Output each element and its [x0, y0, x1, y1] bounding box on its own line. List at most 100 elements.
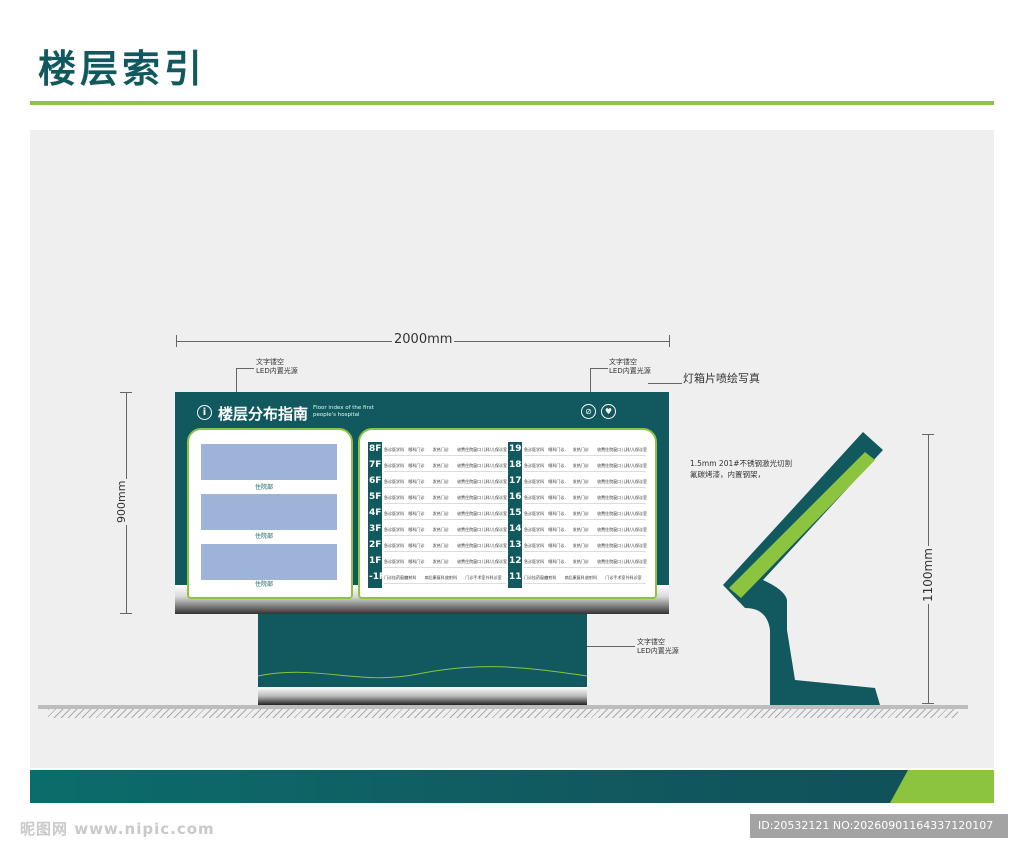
floor-number: 8F	[369, 444, 382, 454]
floor-number: 2F	[369, 540, 382, 550]
info-icon: i	[197, 405, 212, 420]
callout-line	[648, 383, 682, 384]
directory-cell: 眼科门诊	[408, 511, 425, 516]
directory-cell: 发热门诊	[572, 479, 589, 484]
directory-row: 急诊医学科眼科门诊发热门诊收费住院窗口儿科/儿保诊室	[384, 460, 507, 472]
directory-cell: 眼科门诊	[408, 543, 425, 548]
directory-cell: 急诊医学科	[524, 543, 544, 548]
directory-cell: 病后康复科	[564, 575, 585, 580]
ground-line	[38, 705, 968, 709]
directory-cell: 儿科/儿保诊室	[481, 543, 507, 548]
floor-number: 16F	[509, 492, 528, 502]
directory-cell: 眼科门诊	[408, 559, 425, 564]
floor-plan-panel: 住院部 住院部 住院部	[187, 428, 353, 599]
directory-cell: 发热门诊	[572, 447, 589, 452]
directory-cell: 眼科门诊	[548, 447, 565, 452]
directory-cell: 急诊医学科	[384, 543, 404, 548]
floor-number-column-right	[508, 442, 522, 588]
floor-number: 13F	[509, 540, 528, 550]
directory-row: 门诊挂药窗口放射科病后康复科放射科门诊手术室外科诊室	[384, 572, 506, 584]
directory-cell: 儿科/儿保诊室	[621, 495, 647, 500]
directory-cell: 发热门诊	[432, 511, 449, 516]
directory-cell: 发热门诊	[432, 527, 449, 532]
directory-cell: 儿科/儿保诊室	[481, 527, 507, 532]
directory-row: 急诊医学科眼科门诊发热门诊收费住院窗口儿科/儿保诊室	[524, 508, 647, 520]
watermark-right: ID:20532121 NO:20260901164337120107	[750, 814, 1008, 838]
directory-cell: 儿科/儿保诊室	[481, 511, 507, 516]
directory-cell: 急诊医学科	[524, 527, 544, 532]
left-height-tick-top	[120, 392, 132, 393]
directory-cell: 儿科/儿保诊室	[621, 479, 647, 484]
callout-hollow-top-right: 文字镂空 LED内置光源	[609, 358, 651, 375]
floor-plan	[201, 494, 337, 530]
directory-row: 急诊医学科眼科门诊发热门诊收费住院窗口儿科/儿保诊室	[524, 524, 647, 536]
directory-cell: 收费住院窗口	[597, 447, 622, 452]
floor-number: 19F	[509, 444, 528, 454]
directory-cell: 发热门诊	[572, 543, 589, 548]
directory-cell: 发热门诊	[572, 495, 589, 500]
directory-row: 急诊医学科眼科门诊发热门诊收费住院窗口儿科/儿保诊室	[384, 556, 507, 568]
directory-cell: 急诊医学科	[524, 559, 544, 564]
directory-row: 急诊医学科眼科门诊 发热门诊 收费住院窗口儿科/儿保诊室	[384, 508, 507, 520]
directory-cell: 发热门诊	[572, 463, 589, 468]
watermark-left: 昵图网 www.nipic.com	[20, 820, 215, 838]
floor-number: 5F	[369, 492, 382, 502]
directory-cell: 眼科门诊	[408, 527, 425, 532]
floor-number: 3F	[369, 524, 382, 534]
directory-cell: 门诊手术室	[465, 575, 486, 580]
callout-material: 1.5mm 201#不锈钢激光切割 氟碳烤漆，内置钢架，	[690, 459, 793, 479]
directory-row: 急诊医学科眼科门诊发热门诊收费住院窗口儿科/儿保诊室	[384, 540, 507, 552]
left-height-dimension-label: 900mm	[115, 478, 128, 525]
directory-cell: 放射科	[404, 575, 417, 580]
directory-cell: 眼科门诊	[548, 495, 565, 500]
floor-number: 14F	[509, 524, 528, 534]
directory-row: 门诊挂药窗口放射科病后康复科放射科门诊手术室外科诊室	[524, 572, 646, 584]
directory-cell: 收费住院窗口	[457, 495, 482, 500]
directory-cell: 急诊医学科	[524, 511, 544, 516]
board-title: 楼层分布指南	[218, 405, 309, 423]
directory-cell: 眼科门诊	[548, 559, 565, 564]
callout-line	[236, 368, 254, 369]
directory-cell: 儿科/儿保诊室	[621, 559, 647, 564]
directory-row: 急诊医学科眼科门诊发热门诊收费住院窗口儿科/儿保诊室	[384, 524, 507, 536]
floor-number: 17F	[509, 476, 528, 486]
right-height-tick-bottom	[922, 703, 934, 704]
directory-row: 急诊医学科眼科门诊发热门诊收费住院窗口儿科/儿保诊室	[524, 460, 647, 472]
directory-cell: 收费住院窗口	[597, 559, 622, 564]
directory-cell: 眼科门诊	[548, 463, 565, 468]
directory-cell: 外科诊室	[485, 575, 502, 580]
right-height-dimension-label: 1100mm	[921, 546, 935, 604]
directory-cell: 发热门诊	[432, 559, 449, 564]
directory-cell: 急诊医学科	[524, 495, 544, 500]
directory-cell: 收费住院窗口	[457, 511, 482, 516]
plan-caption: 住院部	[255, 581, 274, 588]
width-dimension-label: 2000mm	[392, 332, 455, 347]
directory-cell: 急诊医学科	[384, 511, 404, 516]
directory-cell: 急诊医学科	[384, 463, 404, 468]
floor-number: 15F	[509, 508, 528, 518]
directory-cell: 发热门诊	[432, 463, 449, 468]
footer-band	[30, 770, 994, 803]
directory-cell: 病后康复科	[424, 575, 445, 580]
callout-line	[590, 368, 608, 369]
directory-row: 急诊医学科眼科门诊发热门诊收费住院窗口儿科/儿保诊室	[384, 444, 507, 456]
directory-cell: 外科诊室	[625, 575, 642, 580]
directory-cell: 儿科/儿保诊室	[481, 463, 507, 468]
floor-number: 12F	[509, 556, 528, 566]
ground-hatch	[48, 709, 958, 718]
directory-cell: 发热门诊	[572, 559, 589, 564]
directory-cell: 儿科/儿保诊室	[621, 511, 647, 516]
directory-cell: 收费住院窗口	[457, 447, 482, 452]
directory-cell: 眼科门诊	[408, 495, 425, 500]
directory-row: 急诊医学科眼科门诊发热门诊收费住院窗口儿科/儿保诊室	[524, 540, 647, 552]
directory-cell: 眼科门诊	[408, 463, 425, 468]
directory-cell: 眼科门诊	[548, 479, 565, 484]
directory-cell: 眼科门诊	[548, 511, 565, 516]
directory-cell: 放射科	[445, 575, 457, 580]
directory-cell: 收费住院窗口	[597, 511, 622, 516]
directory-row: 急诊医学科眼科门诊 发热门诊 收费住院窗口儿科/儿保诊室	[524, 556, 647, 568]
directory-cell: 发热门诊	[432, 495, 449, 500]
floor-plan	[201, 444, 337, 480]
directory-cell: 儿科/儿保诊室	[621, 527, 647, 532]
